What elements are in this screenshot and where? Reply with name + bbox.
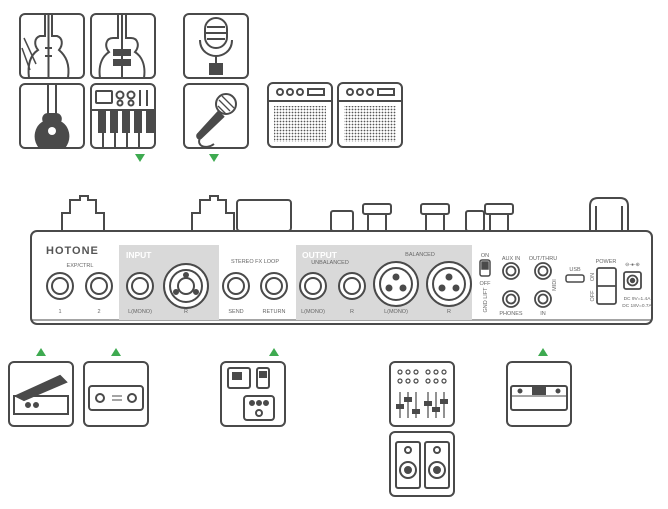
acoustic-guitar-icon <box>19 83 85 149</box>
ground-lift-switch <box>479 259 491 277</box>
expctrl-label: EXP/CTRL <box>67 263 94 269</box>
output-balanced-xlr-jacks <box>373 261 472 307</box>
output-title: OUTPUT <box>302 250 338 260</box>
amplifier-icon <box>267 82 333 148</box>
power-on-label: ON <box>590 273 596 281</box>
fx-send-label: SEND <box>228 309 243 315</box>
power-off-label: OFF <box>590 290 596 302</box>
exp1-label: 1 <box>58 309 61 315</box>
bass-guitar-icon <box>90 13 156 79</box>
footswitch-icon <box>83 361 149 427</box>
exp-ctrl-jacks <box>46 272 113 300</box>
usb-label: USB <box>569 267 581 273</box>
arrow-down-icon <box>209 154 219 162</box>
arrow-up-icon <box>538 348 548 356</box>
keyboard-synth-icon <box>90 83 156 149</box>
ground-lift-label: GND LIFT <box>483 287 489 313</box>
aux-phones-jacks <box>502 262 520 308</box>
power-switch <box>596 267 617 305</box>
exp2-label: 2 <box>97 309 100 315</box>
input-jacks <box>126 263 209 309</box>
svg-text:⊖-●-⊕: ⊖-●-⊕ <box>625 262 640 268</box>
electric-guitar-icon <box>19 13 85 79</box>
arrow-down-icon <box>135 154 145 162</box>
out-thru-label: OUT/THRU <box>529 256 557 262</box>
midi-jacks <box>534 262 552 308</box>
arrow-up-icon <box>269 348 279 356</box>
handheld-microphone-icon <box>183 83 249 149</box>
brand-logo: HOTONE <box>46 245 99 257</box>
mixer-icon <box>389 361 455 427</box>
ground-on-label: ON <box>481 253 489 259</box>
phones-label: PHONES <box>499 311 523 317</box>
fx-loop-label: STEREO FX LOOP <box>231 259 279 265</box>
aux-in-label: AUX IN <box>502 256 520 262</box>
dc-spec-1: DC 9V=1.4A <box>624 296 652 302</box>
out-unbal-r-label: R <box>350 309 354 315</box>
fx-loop-jacks <box>222 272 288 300</box>
dc-spec-2: DC 18V=0.7A <box>622 303 652 309</box>
ground-off-label: OFF <box>480 281 492 287</box>
out-unbal-l-label: L(MONO) <box>301 309 325 315</box>
arrow-up-icon <box>111 348 121 356</box>
amplifier-icon <box>337 82 403 148</box>
midi-in-label: IN <box>540 311 546 317</box>
midi-device-icon <box>506 361 572 427</box>
arrow-up-icon <box>36 348 46 356</box>
expression-pedal-icon <box>8 361 74 427</box>
balanced-label: BALANCED <box>405 252 435 258</box>
studio-microphone-icon <box>183 13 249 79</box>
effects-pedal-icon <box>220 361 286 427</box>
output-unbalanced-jacks <box>299 272 366 300</box>
out-bal-r-label: R <box>447 309 451 315</box>
power-label: POWER <box>596 259 617 265</box>
input-title: INPUT <box>126 250 152 260</box>
usb-port <box>565 274 585 283</box>
fx-return-label: RETURN <box>263 309 286 315</box>
midi-label: MIDI <box>552 279 558 291</box>
input-l-label: L(MONO) <box>128 309 152 315</box>
unbalanced-label: UNBALANCED <box>311 260 349 266</box>
out-bal-l-label: L(MONO) <box>384 309 408 315</box>
dc-power-jack: ⊖-●-⊕ <box>623 262 642 290</box>
studio-monitor-icon <box>389 431 455 497</box>
input-r-label: R <box>184 309 188 315</box>
device-top-controls <box>61 195 629 232</box>
